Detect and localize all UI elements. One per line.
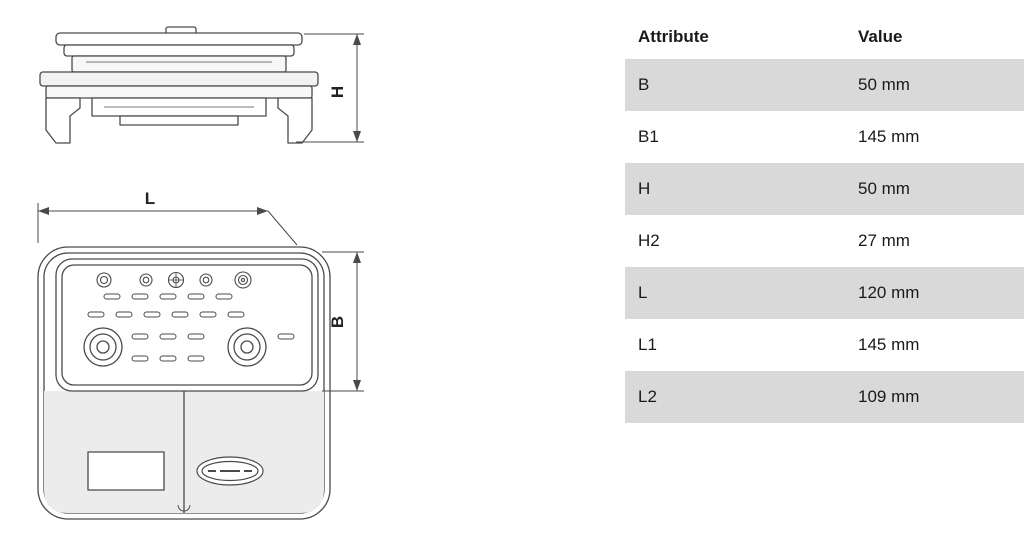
value-cell: 109 mm bbox=[858, 387, 920, 406]
plan-view bbox=[37, 246, 331, 520]
table-row: L2 109 mm bbox=[625, 371, 1024, 423]
side-view bbox=[39, 26, 319, 144]
dimension-b bbox=[322, 251, 364, 392]
plan-panel-outer bbox=[55, 258, 319, 392]
side-base-flange-2 bbox=[45, 85, 313, 99]
side-right-hook bbox=[277, 97, 313, 144]
logo-badge bbox=[196, 456, 264, 486]
side-top-plate bbox=[55, 32, 303, 46]
attribute-cell: H2 bbox=[638, 231, 660, 250]
attribute-table: Attribute Value B 50 mm B1 145 mm H 50 m… bbox=[625, 15, 1024, 423]
value-cell: 120 mm bbox=[858, 283, 920, 302]
dimension-h bbox=[296, 33, 364, 143]
value-cell: 50 mm bbox=[858, 75, 910, 94]
side-left-hook bbox=[45, 97, 81, 144]
value-cell: 27 mm bbox=[858, 231, 910, 250]
side-base-flange bbox=[39, 71, 319, 87]
attribute-cell: B bbox=[638, 75, 650, 94]
label-plate bbox=[87, 451, 165, 491]
attribute-cell: H bbox=[638, 179, 651, 198]
suction-cup-right bbox=[227, 327, 267, 367]
technical-drawing: H bbox=[37, 26, 364, 520]
plan-panel-inner bbox=[61, 264, 313, 386]
column-header-attribute: Attribute bbox=[638, 27, 709, 46]
value-cell: 50 mm bbox=[858, 179, 910, 198]
attribute-cell: L bbox=[638, 283, 648, 302]
panel-fittings bbox=[96, 271, 252, 289]
attribute-cell: L1 bbox=[638, 335, 657, 354]
table-row: B 50 mm bbox=[625, 59, 1024, 111]
column-header-value: Value bbox=[858, 27, 903, 46]
side-body bbox=[71, 55, 287, 73]
dimension-label-h: H bbox=[328, 86, 347, 98]
table-row: L 120 mm bbox=[625, 267, 1024, 319]
table-body: B 50 mm B1 145 mm H 50 mm H2 27 mm L 120… bbox=[625, 59, 1024, 423]
table-row: L1 145 mm bbox=[625, 319, 1024, 371]
dimension-label-l: L bbox=[145, 189, 155, 208]
table-header-row: Attribute Value bbox=[625, 15, 1024, 59]
value-cell: 145 mm bbox=[858, 127, 920, 146]
table-row: H 50 mm bbox=[625, 163, 1024, 215]
table-row: B1 145 mm bbox=[625, 111, 1024, 163]
attribute-cell: L2 bbox=[638, 387, 657, 406]
value-cell: 145 mm bbox=[858, 335, 920, 354]
side-second-plate bbox=[63, 44, 295, 57]
dimension-label-b: B bbox=[328, 316, 347, 328]
table-row: H2 27 mm bbox=[625, 215, 1024, 267]
attribute-cell: B1 bbox=[638, 127, 659, 146]
panel-slots bbox=[87, 293, 295, 362]
plan-divider-notch bbox=[177, 504, 191, 512]
side-base-under-2 bbox=[119, 115, 239, 126]
dimension-l bbox=[37, 203, 298, 246]
technical-drawing-svg: H bbox=[37, 26, 364, 520]
suction-cup-left bbox=[83, 327, 123, 367]
